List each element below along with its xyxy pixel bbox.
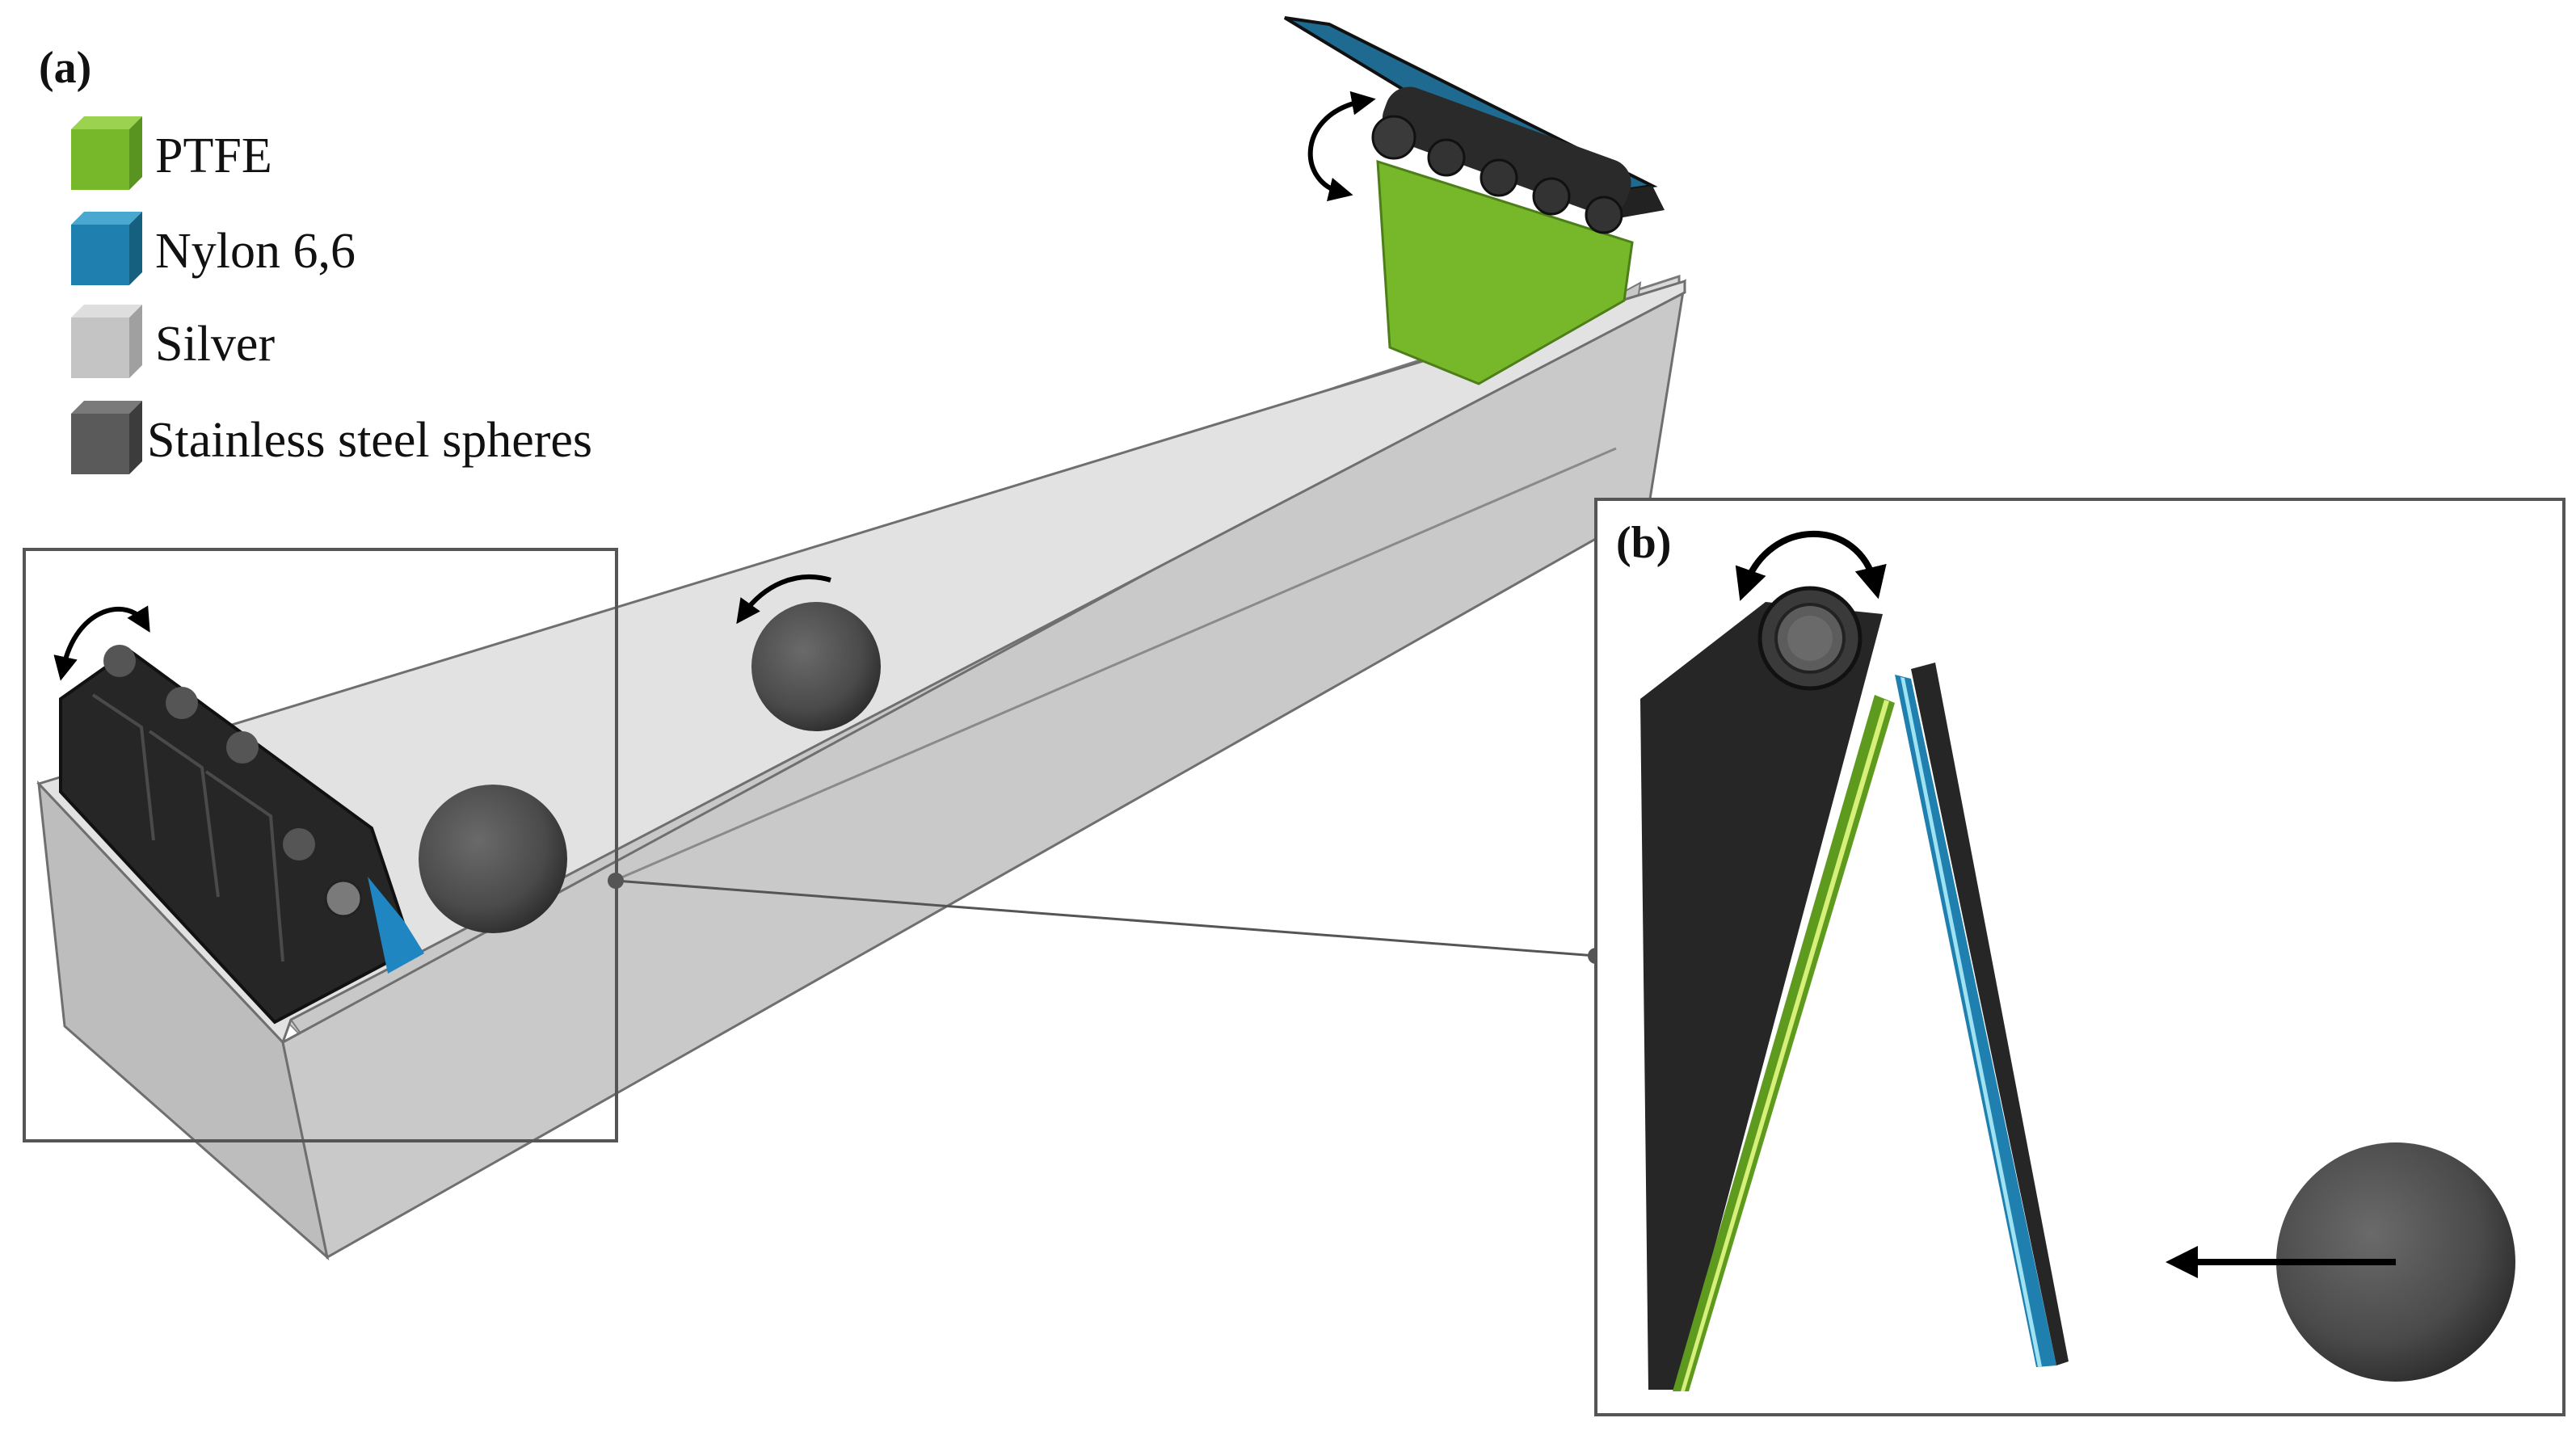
- legend-label: PTFE: [155, 128, 272, 183]
- inset-black-plate-right: [1911, 663, 2069, 1365]
- panel-label-a: (a): [39, 43, 91, 93]
- rotation-arrow-left: [53, 605, 150, 681]
- panel-label-b: (b): [1616, 518, 1671, 568]
- legend-item: Stainless steel spheres: [71, 401, 592, 474]
- right-end-assembly: [1283, 16, 1665, 385]
- nylon-film-left: [368, 877, 424, 974]
- rotation-arrow-inset: [1735, 531, 1887, 601]
- legend-item: Silver: [71, 305, 275, 378]
- inset-mechanism: [1640, 531, 2515, 1391]
- left-end-assembly: [53, 605, 424, 1025]
- legend-swatch: [71, 129, 129, 190]
- legend-label: Silver: [155, 317, 275, 372]
- legend-label: Nylon 6,6: [155, 224, 356, 279]
- zoom-box: [23, 548, 618, 1142]
- legend-swatch: [71, 225, 129, 285]
- inset-black-plate-left: [1640, 602, 1883, 1390]
- legend-swatch: [71, 414, 129, 474]
- right-roller: [1371, 86, 1631, 234]
- steel-sphere: [419, 785, 567, 933]
- legend-label: Stainless steel spheres: [147, 413, 592, 468]
- legend-swatch: [71, 318, 129, 378]
- legend-item: Nylon 6,6: [71, 212, 356, 285]
- zoom-connector: [615, 879, 1597, 957]
- rotation-arrow-right: [1307, 90, 1376, 202]
- rotation-arrow-sphere: [736, 574, 831, 625]
- ptfe-plate: [1376, 159, 1634, 385]
- steel-sphere: [751, 602, 881, 731]
- legend-item: PTFE: [71, 116, 272, 190]
